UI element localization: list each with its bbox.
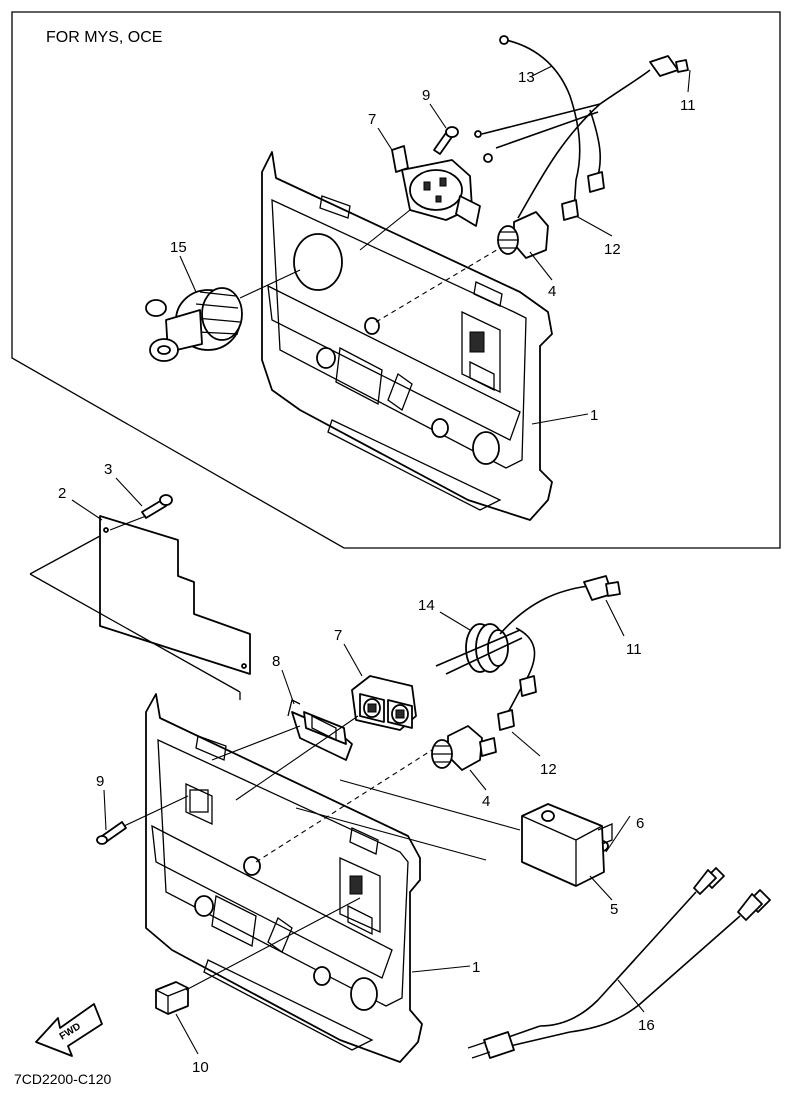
leader bbox=[531, 413, 589, 425]
callout-14: 14 bbox=[418, 597, 435, 614]
breaker-top bbox=[497, 211, 549, 259]
dash-guide bbox=[375, 247, 501, 323]
lead-line bbox=[239, 269, 301, 299]
ground-cable bbox=[474, 35, 601, 211]
screw-plate bbox=[141, 494, 173, 519]
screw-top bbox=[433, 126, 459, 155]
dash-guide bbox=[255, 749, 433, 863]
leader bbox=[115, 477, 143, 507]
screw-panel bbox=[96, 821, 127, 845]
cover-plate bbox=[99, 515, 251, 675]
callout-15: 15 bbox=[170, 239, 187, 256]
grommet-harness bbox=[435, 575, 621, 731]
diagram-code: 7CD2200-C120 bbox=[14, 1071, 111, 1087]
lead-line bbox=[235, 715, 359, 801]
leader bbox=[411, 965, 471, 973]
leader bbox=[511, 731, 541, 757]
callout-1: 1 bbox=[472, 959, 480, 976]
lead-line bbox=[123, 795, 189, 827]
callout-16: 16 bbox=[638, 1017, 655, 1034]
lead-line bbox=[295, 807, 487, 861]
callout-7: 7 bbox=[368, 111, 376, 128]
callout-6: 6 bbox=[636, 815, 644, 832]
leader bbox=[103, 789, 107, 831]
leader bbox=[281, 669, 295, 705]
cable-assembly bbox=[467, 867, 771, 1059]
lead-line bbox=[359, 209, 411, 251]
callout-11: 11 bbox=[626, 641, 642, 658]
lead-line bbox=[211, 725, 301, 761]
callout-3: 3 bbox=[104, 461, 112, 478]
lead-line bbox=[109, 515, 147, 531]
outlet-bottom bbox=[351, 675, 417, 731]
leader bbox=[343, 643, 363, 677]
leader bbox=[439, 611, 471, 631]
leader bbox=[531, 65, 553, 77]
callout-9: 9 bbox=[422, 87, 430, 104]
plate-guide bbox=[29, 535, 241, 700]
callout-4: 4 bbox=[548, 283, 556, 300]
callout-10: 10 bbox=[192, 1059, 209, 1076]
leader bbox=[175, 1013, 199, 1055]
leader bbox=[575, 215, 613, 237]
lead-line bbox=[339, 779, 521, 831]
callout-8: 8 bbox=[272, 653, 280, 670]
control-panel-bottom bbox=[145, 693, 423, 1063]
callout-12: 12 bbox=[540, 761, 557, 778]
connector-harness-top bbox=[517, 55, 689, 221]
leader bbox=[71, 499, 103, 521]
control-panel-top bbox=[261, 151, 553, 521]
callout-12: 12 bbox=[604, 241, 621, 258]
breaker-bottom bbox=[431, 725, 497, 771]
callout-13: 13 bbox=[518, 69, 535, 86]
callout-4: 4 bbox=[482, 793, 490, 810]
leader bbox=[617, 979, 645, 1013]
leader bbox=[429, 103, 447, 129]
mounting-bracket bbox=[287, 699, 353, 761]
leader bbox=[605, 815, 631, 853]
callout-9: 9 bbox=[96, 773, 104, 790]
rectifier-box bbox=[521, 803, 613, 887]
fwd-arrow-icon: FWD bbox=[35, 1003, 103, 1057]
key-switch bbox=[145, 287, 243, 362]
region-label: FOR MYS, OCE bbox=[46, 29, 162, 46]
leader bbox=[589, 875, 613, 901]
callout-7: 7 bbox=[334, 627, 342, 644]
callout-2: 2 bbox=[58, 485, 66, 502]
switch-cap bbox=[155, 981, 189, 1015]
leader bbox=[469, 769, 487, 791]
leader bbox=[687, 69, 691, 93]
lead-line bbox=[185, 897, 361, 991]
leader bbox=[179, 255, 197, 293]
leader bbox=[377, 127, 393, 151]
callout-1: 1 bbox=[590, 407, 598, 424]
callout-11: 11 bbox=[680, 97, 696, 114]
outlet-top bbox=[391, 145, 481, 227]
callout-5: 5 bbox=[610, 901, 618, 918]
leader bbox=[529, 251, 553, 281]
inset-frame bbox=[11, 11, 781, 549]
leader bbox=[605, 599, 625, 637]
